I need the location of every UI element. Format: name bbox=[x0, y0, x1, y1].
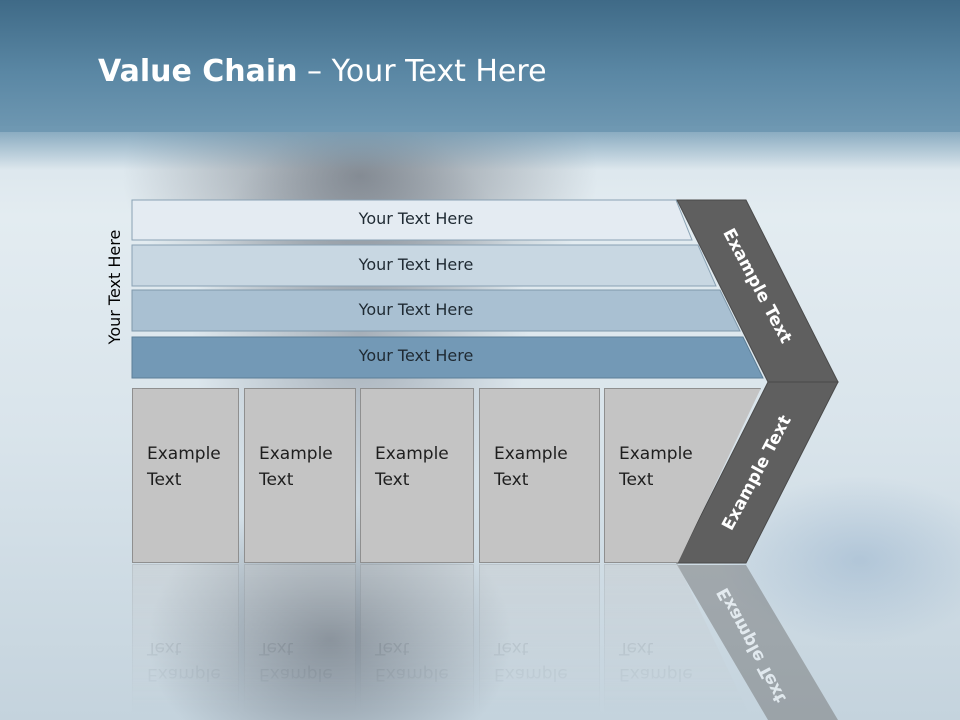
header-band bbox=[0, 0, 960, 132]
column-5-label: Example Text bbox=[619, 444, 693, 490]
slide-title: Value Chain – Your Text Here bbox=[98, 52, 858, 92]
column-1-label: Example Text bbox=[147, 444, 221, 490]
column-2[interactable]: Example Text bbox=[244, 388, 356, 563]
column-1[interactable]: Example Text bbox=[132, 388, 239, 563]
column-3-label: Example Text bbox=[375, 444, 449, 490]
column-4-label: Example Text bbox=[494, 444, 568, 490]
column-4[interactable]: Example Text bbox=[479, 388, 600, 563]
column-3[interactable]: Example Text bbox=[360, 388, 474, 563]
band-2-shape[interactable] bbox=[131, 244, 717, 287]
title-rest: – Your Text Here bbox=[297, 54, 547, 89]
chevron-reflection: Example Text bbox=[677, 565, 838, 720]
title-bold: Value Chain bbox=[98, 54, 298, 89]
column-2-label: Example Text bbox=[259, 444, 333, 490]
band-3-shape[interactable] bbox=[131, 289, 741, 332]
band-1-shape[interactable] bbox=[131, 199, 693, 241]
header-fade bbox=[0, 126, 960, 170]
band-4-shape[interactable] bbox=[131, 336, 764, 379]
chevron-lower-arm[interactable] bbox=[676, 381, 839, 564]
